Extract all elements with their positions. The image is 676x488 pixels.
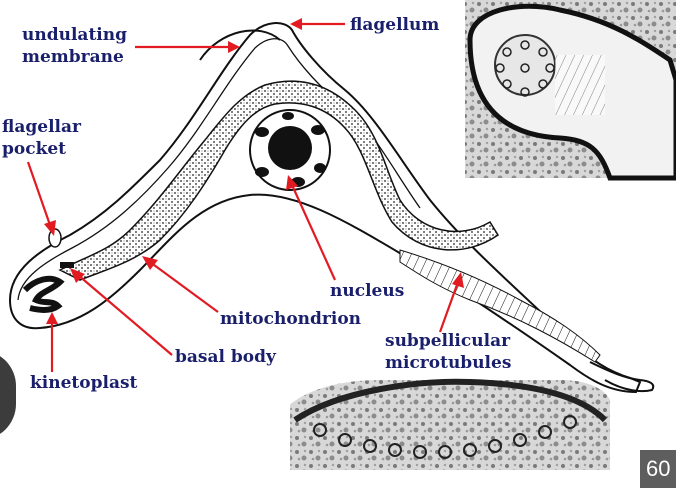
pointer-arrows [26,18,464,372]
label-undulating: undulating [22,25,127,45]
label-flagellum: flagellum [350,15,439,35]
flagellum [589,361,655,393]
label-flagellar: flagellar [2,117,82,137]
label-microtubules: microtubules [385,353,511,373]
label-mitochondrion: mitochondrion [220,309,361,329]
label-nucleus: nucleus [330,281,404,301]
label-basal-body: basal body [175,347,277,367]
arrow-basal-body [77,274,173,356]
side-panel-tab[interactable] [0,350,16,440]
slide-number: 60 [640,450,676,488]
micrograph-bottom [290,378,610,470]
micrograph-top-right [465,0,676,181]
arrow-mitochondrion [149,261,219,313]
label-kinetoplast: kinetoplast [30,373,138,393]
arrow-flagellar-pocket [26,161,52,226]
label-subpellicular: subpellicular [385,331,511,351]
arrow-subpellicular [438,281,460,333]
mitochondrion [58,80,500,281]
kinetoplast [22,275,65,313]
basal-body [60,262,74,268]
arrow-nucleus [290,184,337,281]
nucleus [249,109,331,191]
label-membrane: membrane [22,47,124,67]
subpellicular-microtubules [399,249,601,363]
label-pocket: pocket [2,139,66,159]
